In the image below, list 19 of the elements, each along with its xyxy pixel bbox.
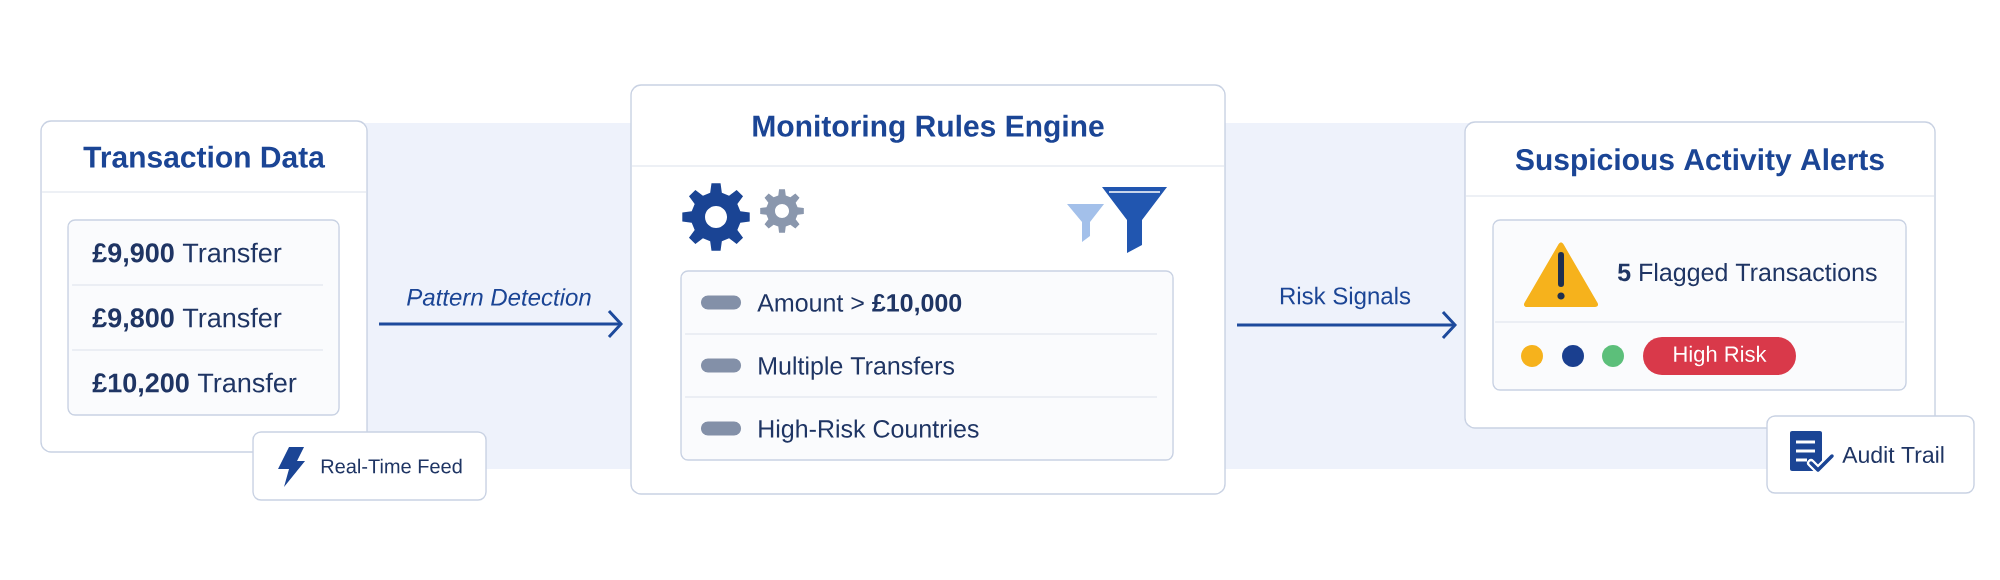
rule-row: High-Risk Countries <box>759 419 979 443</box>
rule-list <box>680 270 1174 461</box>
transaction-row: £10,200 Transfer <box>92 372 297 397</box>
card-title: Monitoring Rules Engine <box>753 114 1104 143</box>
arrow <box>1237 310 1457 339</box>
card-title: Suspicious Activity Alerts <box>1515 148 1884 177</box>
alert-text: 5 Flagged Transactions <box>1617 262 1877 287</box>
transaction-row: £9,800 Transfer <box>92 307 282 332</box>
edge-label: Risk Signals <box>1277 284 1414 312</box>
rule-row: Multiple Transfers <box>759 356 955 380</box>
card-title: Transaction Data <box>83 145 326 168</box>
rule-row: Amount > £10,000 <box>757 294 962 316</box>
badge: Real-Time Feed <box>252 431 487 501</box>
badge: Audit Trail <box>1766 415 1975 494</box>
edge-label: Pattern Detection <box>404 286 594 308</box>
alert-panel <box>1492 219 1907 391</box>
arrow <box>379 309 623 338</box>
transaction-list <box>67 219 340 416</box>
transaction-row: £9,900 Transfer <box>92 242 282 267</box>
